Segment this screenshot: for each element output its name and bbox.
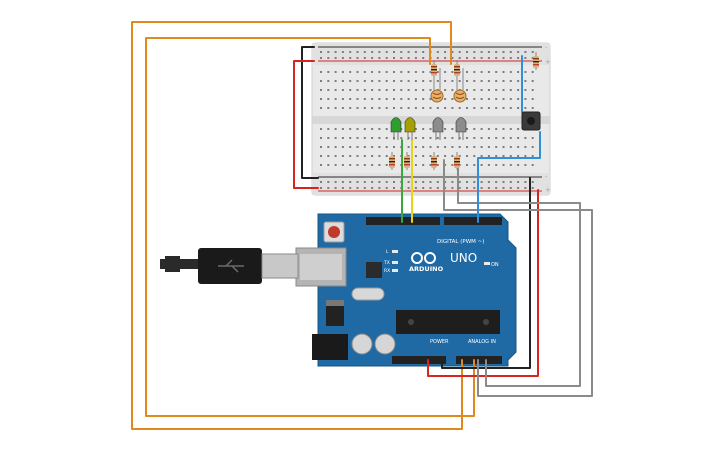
wire-black-rail	[301, 46, 319, 179]
wire-gray-1	[443, 159, 593, 397]
arduino-uno-board[interactable]: DIGITAL (PWM ~) ARDUINO UNO ON L TX RX P…	[295, 213, 517, 367]
resistor-2[interactable]	[404, 152, 410, 170]
resistor-7[interactable]	[533, 52, 539, 70]
led-4[interactable]	[455, 117, 467, 141]
wire-gray-2	[457, 159, 581, 387]
usb-symbol-icon	[218, 259, 244, 273]
arduino-logo	[411, 252, 436, 264]
resistor-6[interactable]	[454, 60, 460, 78]
rx-label: RX	[384, 268, 390, 274]
resistor-group[interactable]	[389, 52, 539, 170]
wire-orange-inner	[145, 37, 475, 417]
usb-chip	[366, 262, 382, 278]
wire-red-5v	[427, 189, 539, 377]
capacitor-1	[351, 333, 373, 355]
wire-orange-outer	[131, 21, 463, 430]
led-1[interactable]	[390, 117, 402, 141]
power-header	[392, 356, 446, 364]
brand-label: ARDUINO	[409, 265, 444, 273]
rx-led	[392, 269, 398, 272]
resistor-1[interactable]	[389, 152, 395, 170]
power-label: POWER	[430, 339, 449, 345]
model-label: UNO	[450, 251, 477, 265]
wires[interactable]	[131, 21, 593, 430]
l-led	[392, 250, 398, 253]
led-group[interactable]	[390, 117, 467, 141]
rail-minus-label-bottom: -	[545, 173, 548, 181]
led-2[interactable]	[404, 117, 416, 141]
crystal	[351, 287, 385, 301]
capacitor-2	[374, 333, 396, 355]
resistor-5[interactable]	[431, 60, 437, 78]
photoresistor-1[interactable]	[430, 68, 444, 103]
wire-red-rail	[293, 60, 319, 189]
rail-plus-label: +	[545, 58, 551, 66]
usb-cable[interactable]	[160, 248, 299, 284]
rail-minus-label: -	[545, 44, 548, 52]
tx-label: TX	[383, 260, 390, 266]
analog-in-label: ANALOG IN	[468, 339, 496, 345]
pushbutton[interactable]	[521, 111, 541, 131]
l-led-label: L	[386, 249, 389, 255]
digital-label: DIGITAL (PWM ~)	[437, 239, 484, 245]
voltage-regulator	[326, 304, 344, 326]
digital-header-right	[444, 217, 502, 225]
on-label: ON	[491, 262, 499, 268]
resistor-4[interactable]	[454, 152, 460, 170]
resistor-3[interactable]	[431, 152, 437, 170]
rail-plus-label-bottom: +	[545, 186, 551, 194]
led-3[interactable]	[432, 117, 444, 141]
dc-power-jack[interactable]	[312, 334, 348, 360]
tx-led	[392, 261, 398, 264]
on-led	[484, 262, 490, 265]
wire-blue-bottom	[477, 131, 541, 223]
